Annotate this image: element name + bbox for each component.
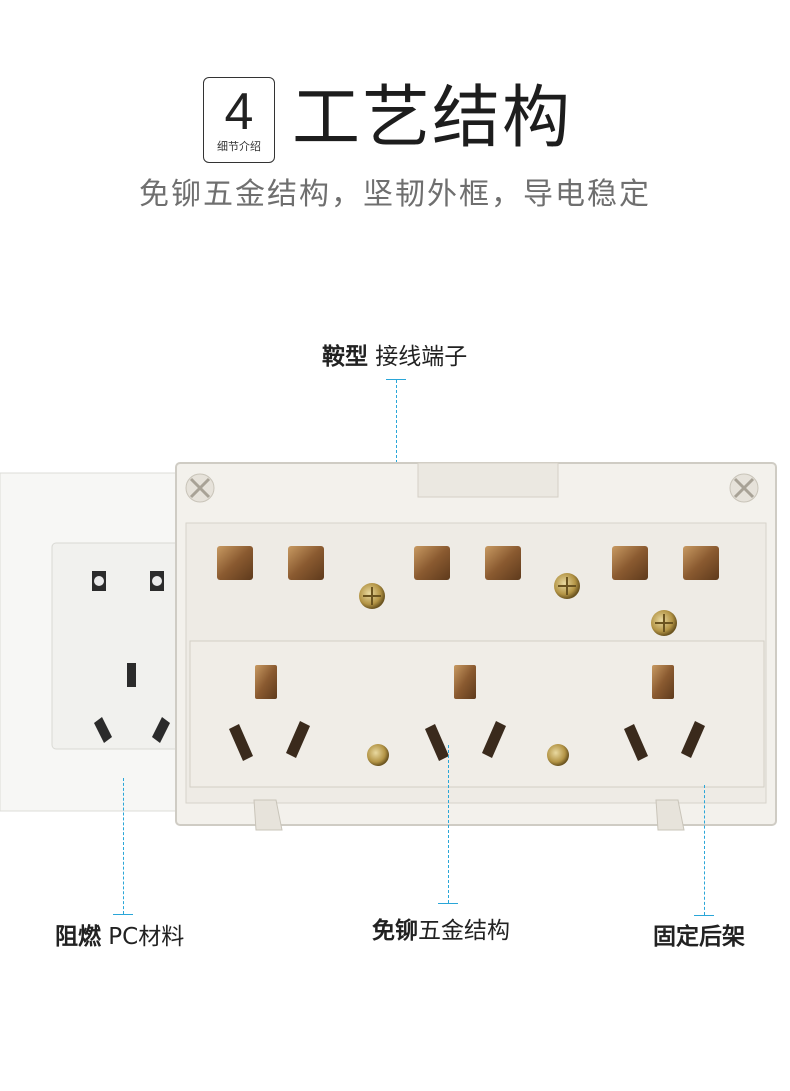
section-number-caption: 细节介绍 <box>217 140 261 153</box>
section-number-badge: 4 细节介绍 <box>203 77 275 163</box>
section-number: 4 <box>224 83 254 141</box>
copper-terminals <box>217 546 719 699</box>
callout-terminal: 鞍型 接线端子 <box>322 342 467 372</box>
callout-bracket-tick <box>694 915 714 916</box>
callout-bracket-bold: 固定后架 <box>653 924 745 950</box>
callout-bracket-line <box>704 785 705 915</box>
section-title: 工艺结构 <box>292 79 573 158</box>
back-housing <box>175 462 777 831</box>
callout-material-line <box>123 778 124 914</box>
callout-terminal-text: 接线端子 <box>368 344 468 370</box>
callout-structure-tick <box>438 903 458 904</box>
callout-terminal-bold: 鞍型 <box>322 344 368 370</box>
callout-structure-text: 五金结构 <box>418 918 510 944</box>
socket-photo <box>0 462 777 831</box>
callout-material-tick <box>113 914 133 915</box>
callout-material-text: PC材料 <box>101 924 185 950</box>
callout-terminal-tick <box>386 379 406 380</box>
callout-structure-line <box>448 745 449 903</box>
rear-bracket <box>253 799 685 831</box>
callout-material-bold: 阻燃 <box>55 924 101 950</box>
saddle-screws <box>359 573 677 766</box>
callout-material: 阻燃 PC材料 <box>55 922 184 952</box>
section-subtitle: 免铆五金结构，坚韧外框，导电稳定 <box>139 177 651 212</box>
callout-structure: 免铆五金结构 <box>372 916 510 946</box>
front-plate <box>0 472 193 812</box>
callout-bracket: 固定后架 <box>653 922 745 952</box>
callout-structure-bold: 免铆 <box>372 918 418 944</box>
